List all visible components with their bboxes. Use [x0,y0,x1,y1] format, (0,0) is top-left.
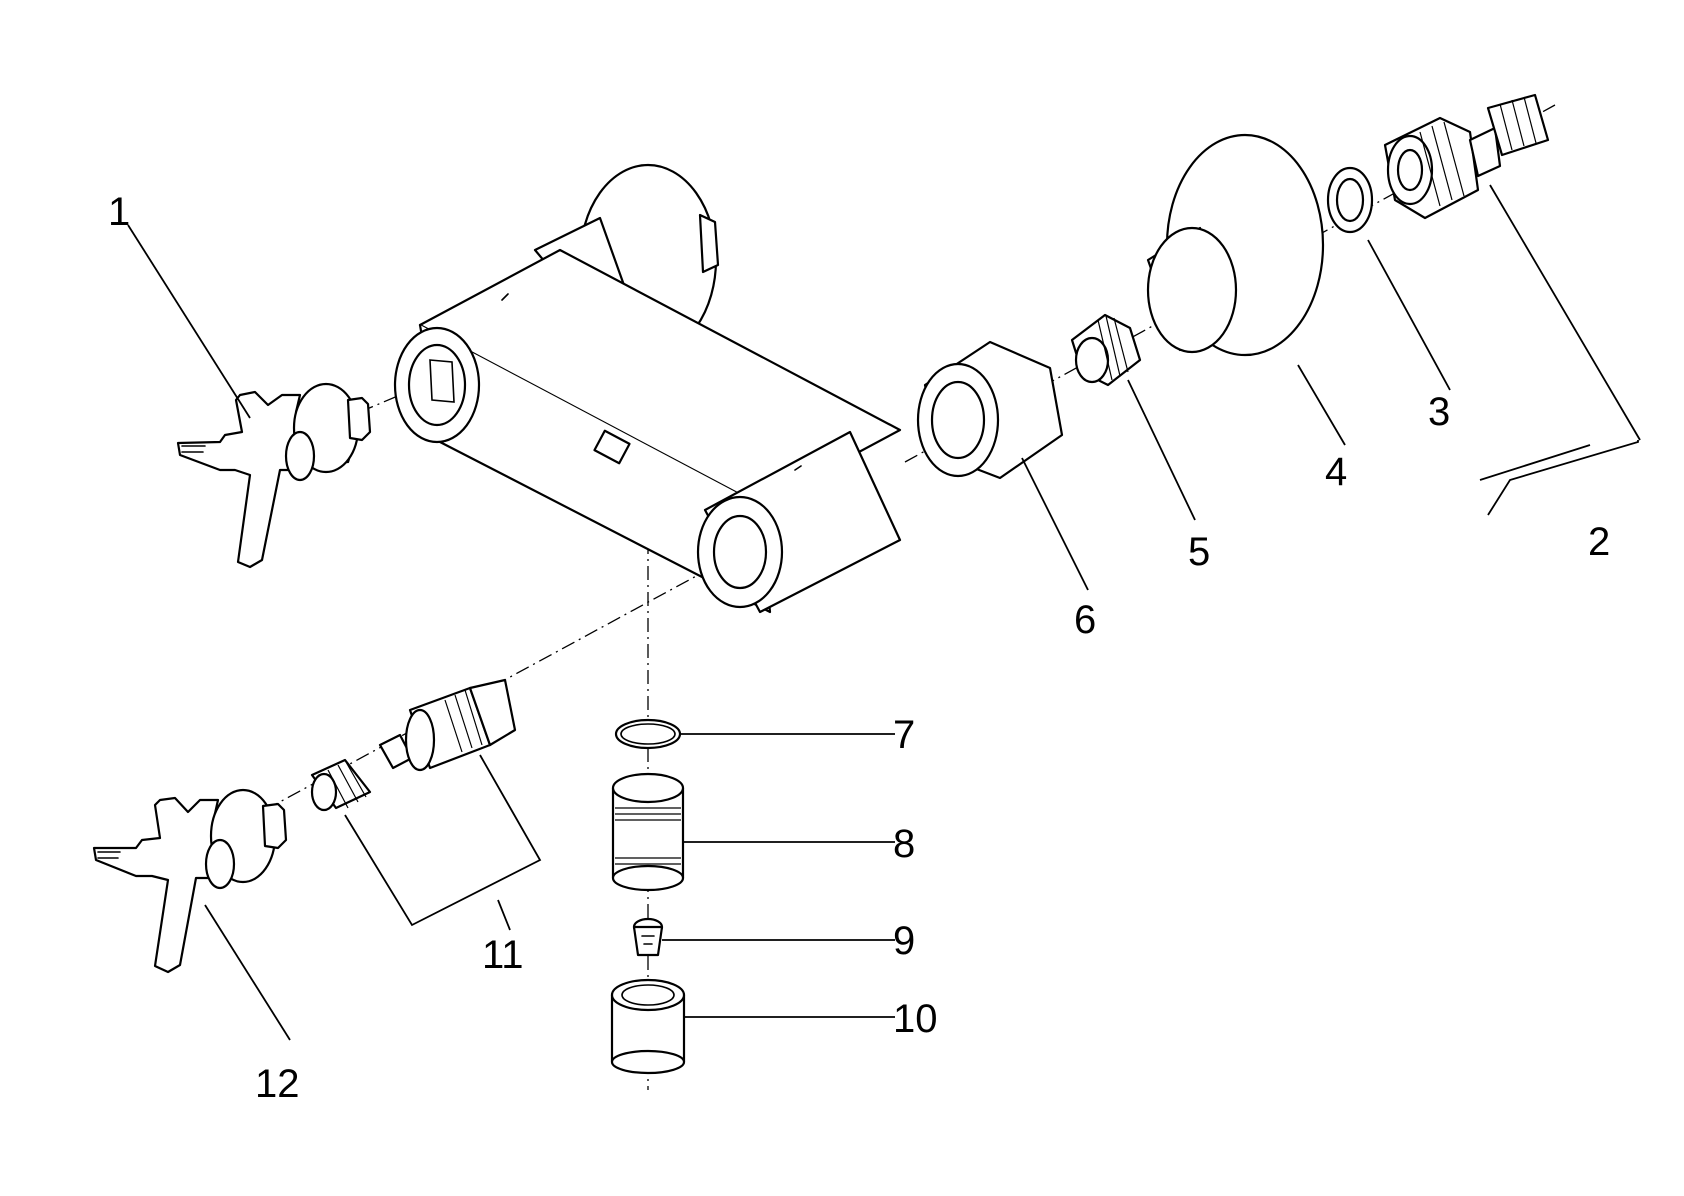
callout-4: 4 [1325,450,1347,494]
leader-lines [127,184,1641,1041]
part-7-o-ring [614,718,682,750]
callout-5: 5 [1188,530,1210,574]
part-4-rosette [1146,133,1325,357]
part-3-washer [1326,166,1374,234]
part-6-hex-nut [916,340,1064,480]
part-9-check-valve [632,917,664,957]
callout-3: 3 [1428,390,1450,434]
part-8-sleeve [611,772,685,892]
mixer-body [393,163,902,614]
callout-1: 1 [108,190,130,234]
callout-2: 2 [1588,520,1610,564]
part-2-connector [1383,93,1550,220]
callout-6: 6 [1074,598,1096,642]
callout-10: 10 [893,997,938,1041]
callout-12: 12 [255,1062,300,1106]
part-1-cross-handle [176,382,372,569]
callout-11: 11 [482,933,524,977]
callout-labels: 1 2 3 4 5 6 7 8 9 10 11 12 [108,190,1610,1106]
part-10-cap-nut [610,978,686,1075]
part-5-adapter [1070,313,1142,387]
part-12-cross-handle [92,788,288,974]
part-11-cartridge [310,678,517,812]
callout-7: 7 [893,713,915,757]
callout-8: 8 [893,822,915,866]
callout-9: 9 [893,919,915,963]
